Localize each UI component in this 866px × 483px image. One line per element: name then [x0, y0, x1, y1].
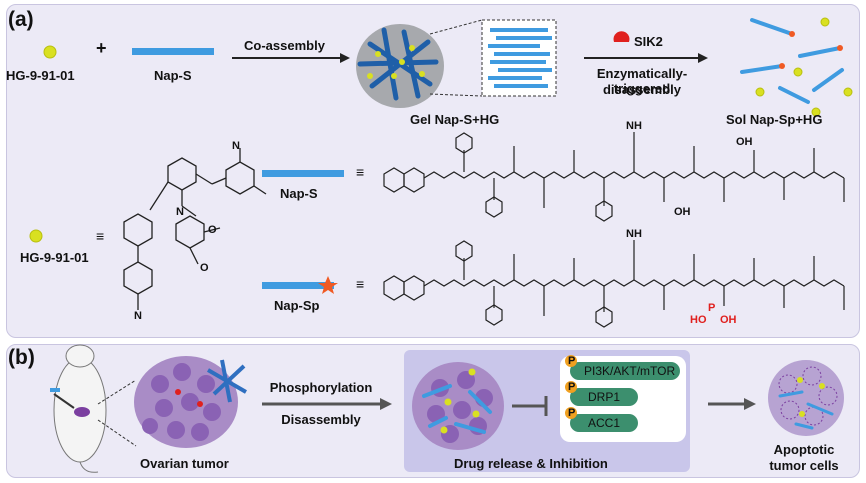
drug-equiv: ≡: [96, 228, 105, 244]
zoom-fibers: [488, 28, 552, 88]
release-drug-dots: [440, 368, 480, 434]
phospho-atom-label: HO: [690, 314, 707, 326]
phospho-badges: [565, 355, 577, 419]
sol-drug-dots: [755, 17, 853, 117]
gel-drug-dots: [367, 45, 425, 79]
drug-label: HG-9-91-01: [6, 68, 75, 83]
atom-label: N: [134, 310, 142, 322]
peptide-equiv: ≡: [356, 164, 365, 180]
sik2-label: SIK2: [634, 34, 663, 49]
tumor-label: Ovarian tumor: [140, 456, 229, 471]
tumor-fibers: [206, 359, 248, 403]
disassembly-label: Disassembly: [281, 412, 361, 427]
pathway-label-drp1: DRP1: [588, 390, 621, 404]
phospho-atom-label: P: [708, 302, 716, 314]
apoptotic-label-line2: tumor cells: [769, 458, 839, 473]
disassembly-label-line2: disassembly: [602, 82, 682, 97]
atom-label: N: [232, 140, 240, 152]
nap-sp-structure: [383, 240, 845, 328]
pathway-label-acc1: ACC1: [588, 416, 621, 430]
atom-label: O: [200, 262, 209, 274]
atom-label: NH: [626, 120, 642, 132]
drug-release-label: Drug release & Inhibition: [454, 456, 608, 471]
pathway-pills: [570, 362, 680, 432]
peptide-bar: [132, 48, 214, 55]
legend-phospho-label: Nap-Sp: [274, 298, 320, 313]
gel-label: Gel Nap-S+HG: [410, 112, 500, 127]
tumor-red-marks: [175, 389, 203, 407]
phospho-atom-label: OH: [720, 314, 737, 326]
phospho-equiv: ≡: [356, 276, 365, 292]
atom-label: NH: [626, 228, 642, 240]
atom-label: O: [208, 224, 217, 236]
legend-phospho-bar: [262, 282, 334, 289]
mouse-icon: [50, 344, 107, 473]
zoom-box: [481, 19, 557, 97]
atom-label: N: [176, 206, 184, 218]
nap-s-structure: [383, 132, 845, 222]
sol-label: Sol Nap-Sp+HG: [726, 112, 823, 127]
legend-peptide-bar: [262, 170, 344, 177]
panel-b-label: (b): [8, 346, 35, 369]
disassembly-label-line1: Enzymatically-triggered: [596, 66, 688, 96]
sol-fibers: [740, 18, 844, 104]
apoptotic-cells: [768, 360, 844, 436]
phospho-badge-1: P: [568, 355, 576, 367]
sik2-enzyme-icon: [613, 31, 630, 42]
pathway-label-pi3k: PI3K/AKT/mTOR: [584, 364, 676, 378]
drug-structure: [123, 148, 267, 310]
plus-sign: +: [96, 38, 107, 58]
release-fibers: [422, 384, 492, 434]
drug-dot: [43, 45, 57, 59]
panel-a-label: (a): [8, 8, 34, 31]
apoptotic-label-line1: Apoptotic: [773, 442, 835, 457]
legend-drug-dot: [29, 229, 43, 243]
phospho-badge-3: P: [568, 407, 576, 419]
phospho-badge-2: P: [568, 381, 576, 393]
peptide-label: Nap-S: [154, 68, 192, 83]
tumor-cells: [142, 363, 221, 441]
phospho-star-icon: [318, 276, 338, 294]
sol-phospho-marks: [779, 31, 843, 69]
atom-label: OH: [736, 136, 753, 148]
legend-drug-label: HG-9-91-01: [20, 250, 89, 265]
phosphorylation-label: Phosphorylation: [269, 380, 373, 395]
co-assembly-label: Co-assembly: [244, 38, 325, 53]
legend-peptide-label: Nap-S: [280, 186, 318, 201]
atom-label: OH: [674, 206, 691, 218]
